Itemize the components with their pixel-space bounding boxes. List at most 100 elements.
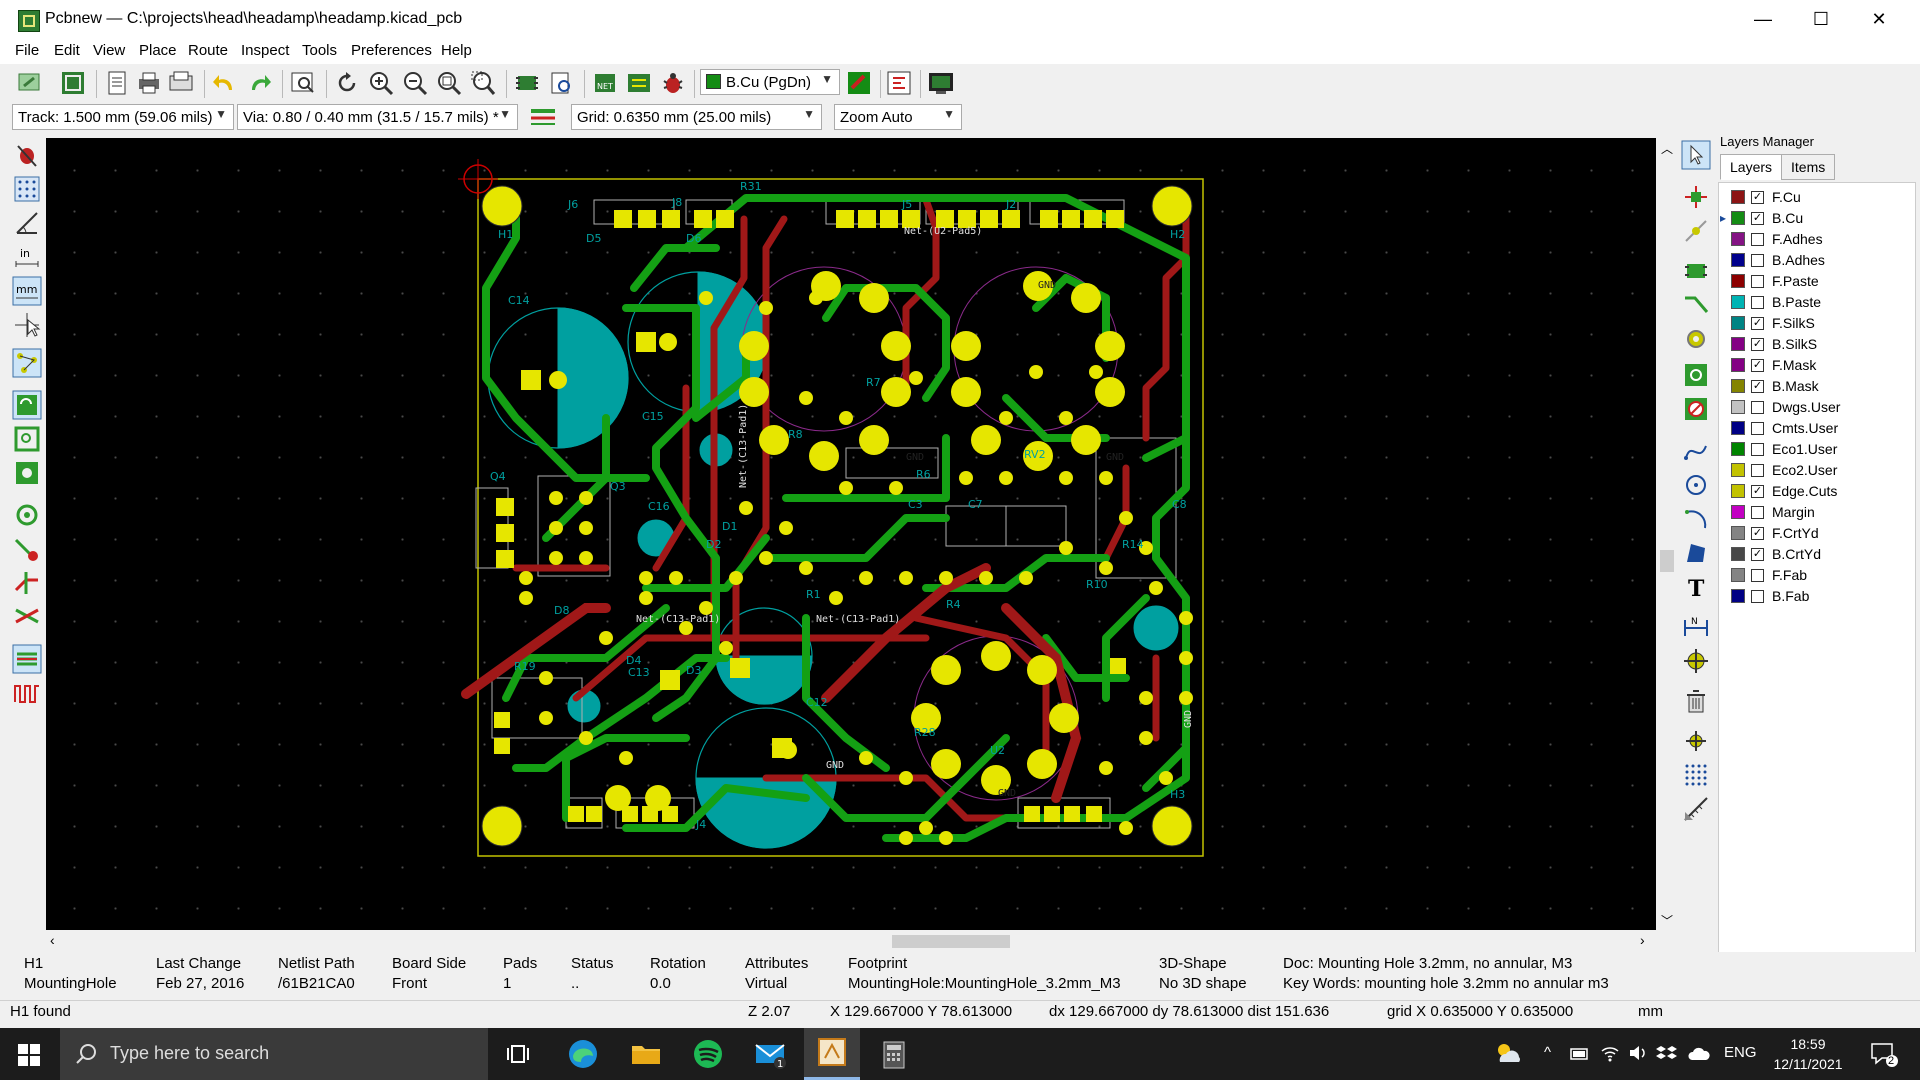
layer-row-b-mask[interactable]: ✓B.Mask: [1731, 376, 1819, 396]
find-icon[interactable]: [288, 68, 318, 98]
delete-icon[interactable]: [1680, 686, 1712, 716]
layer-color-swatch[interactable]: [1731, 526, 1745, 540]
weather-icon[interactable]: [1492, 1040, 1524, 1068]
battery-icon[interactable]: [1570, 1046, 1590, 1062]
scroll-down-icon[interactable]: ﹀: [1661, 914, 1674, 928]
show-hidden-icons[interactable]: ^: [1544, 1044, 1552, 1061]
via-size-dropdown[interactable]: Via: 0.80 / 0.40 mm (31.5 / 15.7 mils) *…: [237, 104, 518, 130]
zoom-in-icon[interactable]: [366, 68, 396, 98]
drc-bug-icon[interactable]: [658, 68, 688, 98]
layer-color-swatch[interactable]: [1731, 505, 1745, 519]
layer-visibility-checkbox[interactable]: [1751, 274, 1764, 288]
mm-units-icon[interactable]: mm: [11, 276, 43, 306]
layer-color-swatch[interactable]: [1731, 547, 1745, 561]
layer-visibility-checkbox[interactable]: ✓: [1751, 190, 1764, 204]
layer-color-swatch[interactable]: [1731, 316, 1745, 330]
zoom-out-icon[interactable]: [400, 68, 430, 98]
add-line-icon[interactable]: [1680, 436, 1712, 466]
notifications-icon[interactable]: [1870, 1042, 1898, 1068]
menu-inspect[interactable]: Inspect: [241, 42, 290, 59]
scroll-left-icon[interactable]: ‹: [50, 932, 55, 948]
menu-file[interactable]: File: [15, 42, 40, 59]
pcb-board-icon[interactable]: [58, 68, 88, 98]
layer-visibility-checkbox[interactable]: ✓: [1751, 379, 1764, 393]
layer-row-b-cu[interactable]: ▸✓B.Cu: [1720, 208, 1803, 228]
layer-color-swatch[interactable]: [1731, 295, 1745, 309]
layer-color-swatch[interactable]: [1731, 211, 1745, 225]
scroll-right-icon[interactable]: ›: [1640, 932, 1645, 948]
layer-row-b-fab[interactable]: B.Fab: [1731, 586, 1809, 606]
layers-manager-icon[interactable]: [11, 644, 43, 674]
layer-visibility-checkbox[interactable]: ✓: [1751, 316, 1764, 330]
layer-visibility-checkbox[interactable]: ✓: [1751, 211, 1764, 225]
maximize-button[interactable]: ☐: [1812, 8, 1830, 29]
layer-row-f-adhes[interactable]: F.Adhes: [1731, 229, 1823, 249]
layer-color-swatch[interactable]: [1731, 484, 1745, 498]
show-ratsnest-icon[interactable]: [11, 348, 43, 378]
layer-row-f-cu[interactable]: ✓F.Cu: [1731, 187, 1801, 207]
menu-view[interactable]: View: [93, 42, 126, 59]
layer-visibility-checkbox[interactable]: ✓: [1751, 547, 1764, 561]
add-circle-icon[interactable]: [1680, 470, 1712, 500]
layer-row-b-paste[interactable]: B.Paste: [1731, 292, 1821, 312]
add-polygon-icon[interactable]: [1680, 538, 1712, 568]
layer-visibility-checkbox[interactable]: ✓: [1751, 337, 1764, 351]
board-setup-icon[interactable]: [14, 68, 44, 98]
cursor-shape-icon[interactable]: [11, 310, 43, 340]
mail-icon[interactable]: 1: [750, 1036, 790, 1072]
menu-preferences[interactable]: Preferences: [351, 42, 432, 59]
page-settings-icon[interactable]: [102, 68, 132, 98]
auto-track-width-icon[interactable]: [528, 102, 558, 132]
calculator-icon[interactable]: [874, 1036, 914, 1072]
print-icon[interactable]: [134, 68, 164, 98]
layer-select-dropdown[interactable]: B.Cu (PgDn)▼: [700, 69, 840, 95]
layer-color-swatch[interactable]: [1731, 400, 1745, 414]
footprint-editor-icon[interactable]: [512, 68, 542, 98]
layer-row-cmts-user[interactable]: Cmts.User: [1731, 418, 1838, 438]
grid-dropdown[interactable]: Grid: 0.6350 mm (25.00 mils)▼: [571, 104, 822, 130]
undo-icon[interactable]: [210, 68, 240, 98]
tab-layers[interactable]: Layers: [1720, 154, 1783, 180]
high-contrast-icon[interactable]: [11, 602, 43, 632]
zone-fill-icon[interactable]: [11, 390, 43, 420]
pcbnew-taskbar-button[interactable]: [804, 1028, 860, 1080]
pad-sketch-icon[interactable]: [11, 500, 43, 530]
layer-row-b-adhes[interactable]: B.Adhes: [1731, 250, 1825, 270]
footprint-browser-icon[interactable]: [546, 68, 576, 98]
inch-units-icon[interactable]: in: [11, 242, 43, 272]
menu-edit[interactable]: Edit: [54, 42, 80, 59]
3d-viewer-icon[interactable]: [926, 68, 956, 98]
task-view-icon[interactable]: [500, 1036, 540, 1072]
select-arrow-icon[interactable]: [1680, 140, 1712, 170]
local-ratsnest-icon[interactable]: [1680, 216, 1712, 246]
layer-color-swatch[interactable]: [1731, 358, 1745, 372]
layer-visibility-checkbox[interactable]: ✓: [1751, 484, 1764, 498]
add-dimension-icon[interactable]: N: [1680, 612, 1712, 642]
layer-visibility-checkbox[interactable]: [1751, 568, 1764, 582]
layer-color-swatch[interactable]: [1731, 379, 1745, 393]
redraw-icon[interactable]: [332, 68, 362, 98]
layer-visibility-checkbox[interactable]: [1751, 232, 1764, 246]
layer-color-swatch[interactable]: [1731, 442, 1745, 456]
layer-color-swatch[interactable]: [1731, 190, 1745, 204]
vertical-scroll-thumb[interactable]: [1660, 550, 1674, 572]
add-keepout-icon[interactable]: [1680, 394, 1712, 424]
zone-display-icon[interactable]: [11, 458, 43, 488]
polar-coords-icon[interactable]: [11, 208, 43, 238]
microwave-tools-icon[interactable]: [11, 678, 43, 708]
spotify-icon[interactable]: [688, 1036, 728, 1072]
minimize-button[interactable]: —: [1754, 8, 1772, 29]
zoom-selection-icon[interactable]: [468, 68, 498, 98]
menu-place[interactable]: Place: [139, 42, 177, 59]
layer-visibility-checkbox[interactable]: [1751, 400, 1764, 414]
layer-visibility-checkbox[interactable]: ✓: [1751, 526, 1764, 540]
highlight-net-icon[interactable]: [1680, 182, 1712, 212]
layer-row-b-silks[interactable]: ✓B.SilkS: [1731, 334, 1817, 354]
layer-color-swatch[interactable]: [1731, 232, 1745, 246]
add-arc-icon[interactable]: [1680, 504, 1712, 534]
measure-icon[interactable]: [1680, 794, 1712, 824]
layer-color-swatch[interactable]: [1731, 337, 1745, 351]
tab-items[interactable]: Items: [1781, 154, 1836, 180]
update-pcb-icon[interactable]: [624, 68, 654, 98]
windows-start-icon[interactable]: [18, 1044, 40, 1066]
